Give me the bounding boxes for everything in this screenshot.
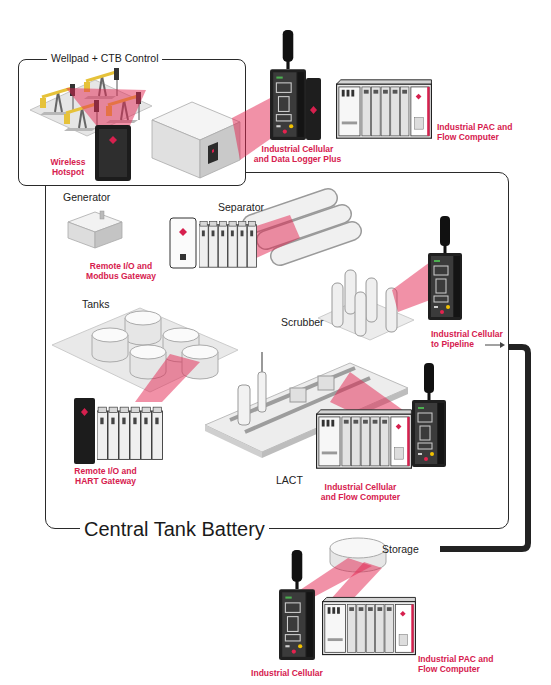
signal-beam [250,215,300,260]
storage-tank [330,538,386,558]
separator-illustration [280,231,352,256]
remote-io [97,407,162,459]
cellular-gateway [428,216,462,320]
remote-io [170,218,196,268]
remote-io [81,408,88,416]
remote-io [74,218,257,464]
tanks-illustration [92,328,128,342]
tanks-illustration [182,352,218,379]
cellular-gateway [270,30,306,140]
group-heading: Wellpad + CTB Control [47,52,162,65]
device-label: Industrial PAC and Flow Computer [437,122,532,142]
tanks-illustration [130,352,166,379]
scrubber-illustration [355,292,366,336]
tanks-illustration [130,345,166,359]
remote-io [199,221,257,267]
generator-illustration [100,211,104,219]
lact-illustration [205,363,408,452]
pac-flow-computer [317,410,412,468]
storage-tank [330,538,386,572]
cellular-gateway [412,363,446,467]
tanks-illustration [52,308,238,392]
tanks-illustration [163,328,199,342]
device-label: Remote I/O and HART Gateway [58,466,153,486]
equipment-label: Separator [218,201,264,214]
signal-beam [330,372,414,442]
scrubber-illustration [386,288,397,332]
cellular-gateway [310,106,317,114]
lact-illustration [258,372,266,412]
generator-illustration [95,222,122,248]
separator-illustration [252,198,352,256]
scrubber-illustration [318,298,414,340]
device-label: Industrial Cellular and Flow Computer [303,482,418,502]
lact-illustration [262,388,408,458]
lact-illustration [318,376,334,390]
device-label: Industrial Cellular [232,668,342,678]
pipeline-line [500,342,505,348]
signal-beam [330,562,382,600]
lact-illustration [261,352,263,372]
tanks-illustration [125,318,161,345]
separator-illustration [266,214,342,240]
tanks-illustration [182,345,218,359]
tanks-illustration [125,311,161,325]
device-label: Remote I/O and Modbus Gateway [76,261,166,281]
lact-illustration [238,385,250,425]
tanks-illustration [163,335,199,362]
pac-flow-computer [337,80,432,138]
tanks-illustration [52,308,238,392]
device-label: Industrial Cellular and Data Logger Plus [240,144,355,164]
separator-illustration [280,231,352,256]
scrubber-illustration [366,278,377,322]
signal-beam [288,558,372,598]
pipeline-line [440,347,528,549]
pipeline-line [440,342,528,549]
lact-illustration [290,388,306,402]
generator-illustration [68,211,122,248]
equipment-label: Storage [382,543,419,556]
device-label: Industrial Cellular to Pipeline [431,329,531,349]
lact-illustration [230,368,355,420]
scrubber-illustration [345,270,356,314]
storage-tank [330,548,386,572]
generator-illustration [68,222,95,248]
equipment-label: Scrubber [281,316,324,329]
scrubber-illustration [332,283,343,327]
remote-io [179,228,187,236]
cellular-gateway [306,78,321,140]
pac-flow-computer [317,80,432,655]
separator-illustration [266,214,342,240]
cellular-gateway [279,550,315,660]
signal-beam [135,354,200,402]
generator-illustration [68,212,122,232]
group-heading: Central Tank Battery [80,517,269,541]
lact-illustration [245,378,370,432]
scrubber-illustration [318,270,414,340]
lact-illustration [205,352,408,458]
remote-io [74,398,95,464]
equipment-label: LACT [276,474,303,487]
device-label: Industrial PAC and Flow Computer [418,654,513,674]
equipment-label: Generator [63,191,110,204]
tanks-illustration [92,335,128,362]
signal-beam [392,262,430,312]
equipment-label: Tanks [82,298,109,311]
remote-io [180,254,186,260]
lact-illustration [205,425,262,458]
device-label: Wireless Hotspot [43,157,93,177]
pipeline-line [485,345,501,346]
pac-flow-computer [323,597,416,654]
